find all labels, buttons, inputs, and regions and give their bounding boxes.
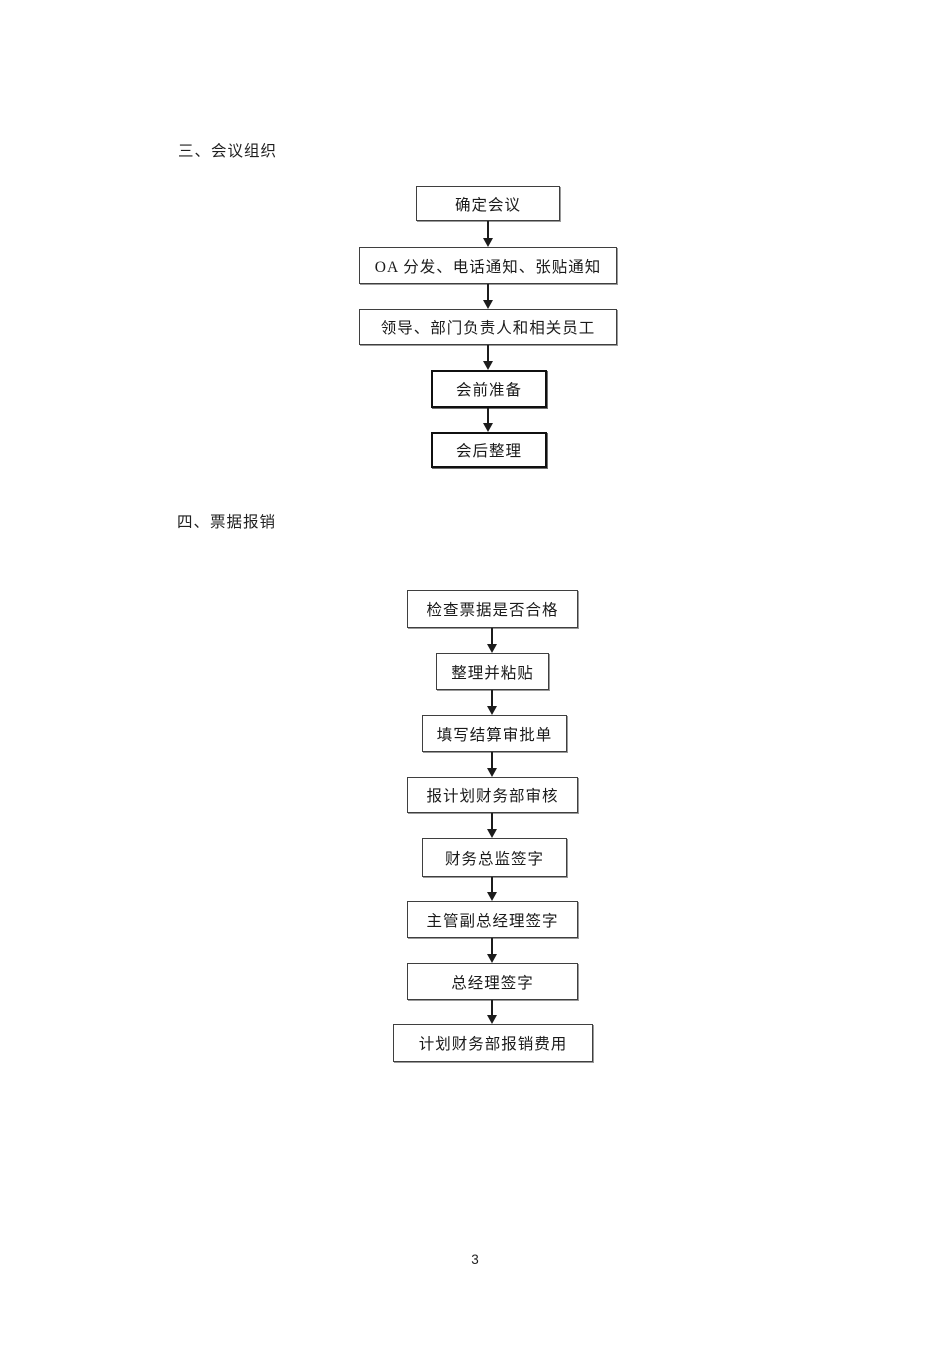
flow-step-post-meeting-cleanup: 会后整理 bbox=[431, 432, 547, 468]
flow-step-check-invoices: 检查票据是否合格 bbox=[407, 590, 578, 628]
arrow-down-icon bbox=[487, 813, 497, 838]
arrow-down-icon bbox=[483, 221, 493, 247]
arrow-down-icon bbox=[487, 1000, 497, 1024]
flow-step-pre-meeting-preparation: 会前准备 bbox=[431, 370, 547, 408]
arrow-down-icon bbox=[487, 877, 497, 901]
arrow-down-icon bbox=[483, 345, 493, 370]
flow-step-notification-channels: OA 分发、电话通知、张贴通知 bbox=[359, 247, 617, 284]
section-title-invoice-reimbursement: 四、票据报销 bbox=[177, 514, 277, 531]
arrow-down-icon bbox=[487, 938, 497, 963]
flow-step-deputy-gm-signature: 主管副总经理签字 bbox=[407, 901, 578, 938]
flow-step-organize-and-paste: 整理并粘贴 bbox=[436, 653, 549, 690]
arrow-down-icon bbox=[483, 284, 493, 309]
arrow-down-icon bbox=[487, 628, 497, 653]
arrow-down-icon bbox=[483, 408, 493, 432]
page-number: 3 bbox=[471, 1252, 479, 1267]
flow-step-finance-department-review: 报计划财务部审核 bbox=[407, 777, 578, 813]
flow-step-cfo-signature: 财务总监签字 bbox=[422, 838, 567, 877]
flow-step-gm-signature: 总经理签字 bbox=[407, 963, 578, 1000]
flow-step-fill-settlement-approval-form: 填写结算审批单 bbox=[422, 715, 567, 752]
section-title-meeting-organization: 三、会议组织 bbox=[178, 143, 278, 160]
flow-step-determine-meeting: 确定会议 bbox=[416, 186, 560, 221]
arrow-down-icon bbox=[487, 752, 497, 777]
flow-step-finance-reimburse-expenses: 计划财务部报销费用 bbox=[393, 1024, 593, 1062]
flow-step-meeting-attendees: 领导、部门负责人和相关员工 bbox=[359, 309, 617, 345]
arrow-down-icon bbox=[487, 690, 497, 715]
